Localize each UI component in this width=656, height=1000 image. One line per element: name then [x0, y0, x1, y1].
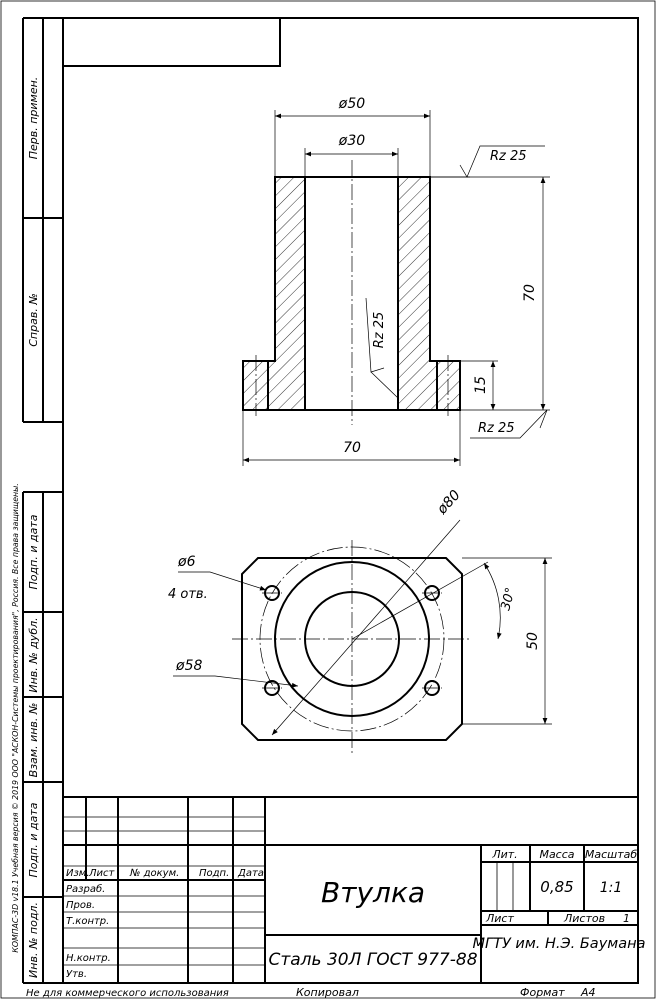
row-tkontr: Т.контр. — [66, 916, 109, 927]
mass-value: 0,85 — [540, 878, 573, 896]
part-material: Сталь 30Л ГОСТ 977-88 — [268, 950, 477, 970]
label-sprav-no: Справ. № — [27, 293, 40, 347]
svg-text:Rz 25: Rz 25 — [478, 421, 515, 436]
part-title: Втулка — [321, 876, 425, 909]
col-podp: Подп. — [199, 868, 229, 879]
roughness-top: Rz 25 — [430, 145, 545, 178]
non-commercial-note: Не для коммерческого использования — [26, 988, 229, 999]
hatch-left-wall — [268, 177, 305, 410]
drawing-frame — [62, 17, 639, 984]
dim-h70: 70 — [522, 284, 538, 302]
dim-angle30: 30° — [498, 586, 518, 612]
label-podp-data-bottom: Подп. и дата — [27, 802, 40, 877]
row-prov: Пров. — [66, 900, 95, 911]
copyright-notice: КОМПАС-3D v18.1 Учебная версия © 2019 ОО… — [11, 483, 20, 952]
label-perv-primen: Перв. примен. — [27, 77, 40, 160]
massa-label: Масса — [539, 848, 574, 861]
listov-label: Листов — [563, 912, 605, 925]
row-nkontr: Н.контр. — [66, 953, 111, 964]
row-razrab: Разраб. — [66, 883, 105, 895]
scale-value: 1:1 — [600, 880, 623, 896]
masshtab-label: Масштаб — [585, 848, 637, 861]
dim-d58: ø58 — [175, 658, 202, 674]
hatch-left-flange — [243, 361, 268, 410]
svg-text:Rz 25: Rz 25 — [490, 149, 527, 164]
footer: Не для коммерческого использования Копир… — [26, 986, 596, 999]
title-block: Изм. Лист № докум. Подп. Дата Разраб. Пр… — [63, 796, 646, 983]
label-vzam-inv: Взам. инв. № — [27, 703, 40, 778]
dim-holes: 4 отв. — [168, 587, 208, 602]
list-label: Лист — [485, 912, 514, 925]
dim-w70: 70 — [343, 440, 361, 456]
dim-d50: ø50 — [338, 96, 365, 112]
organization: МГТУ им. Н.Э. Баумана — [473, 936, 646, 952]
label-podp-data-top: Подп. и дата — [27, 514, 40, 589]
listov-value: 1 — [623, 912, 630, 925]
col-izm: Изм. — [66, 868, 90, 879]
dim-d30: ø30 — [338, 133, 365, 149]
dim-h15: 15 — [473, 376, 489, 394]
row-utv: Утв. — [66, 969, 87, 980]
top-left-stamp-box — [63, 18, 281, 67]
flange-outline — [241, 557, 463, 741]
svg-text:Rz 25: Rz 25 — [372, 312, 387, 349]
label-inv-podl: Инв. № подл. — [27, 902, 40, 978]
label-inv-dubl: Инв. № дубл. — [27, 617, 40, 692]
top-view: ø80 ø6 4 отв. ø58 30° 50 — [168, 487, 552, 755]
roughness-inner: Rz 25 — [365, 297, 399, 399]
col-docnum: № докум. — [129, 868, 179, 879]
hatch-right-flange — [437, 361, 460, 410]
dim-d80: ø80 — [434, 487, 464, 518]
col-list: Лист — [88, 868, 116, 879]
hatch-right-wall — [398, 177, 437, 410]
dim-v50: 50 — [525, 632, 541, 650]
front-view-section: ø50 ø30 70 15 70 Rz 25 Rz 25 — [242, 96, 550, 466]
format-value: А4 — [580, 986, 596, 999]
col-data: Дата — [237, 868, 264, 879]
dim-d6: ø6 — [177, 554, 196, 570]
lit-label: Лит. — [491, 848, 517, 861]
kopiroval-label: Копировал — [296, 986, 359, 999]
roughness-bottom: Rz 25 — [470, 409, 548, 439]
left-side-strip: Перв. примен. Справ. № Подп. и дата Инв.… — [11, 17, 63, 984]
format-label: Формат — [520, 986, 565, 999]
